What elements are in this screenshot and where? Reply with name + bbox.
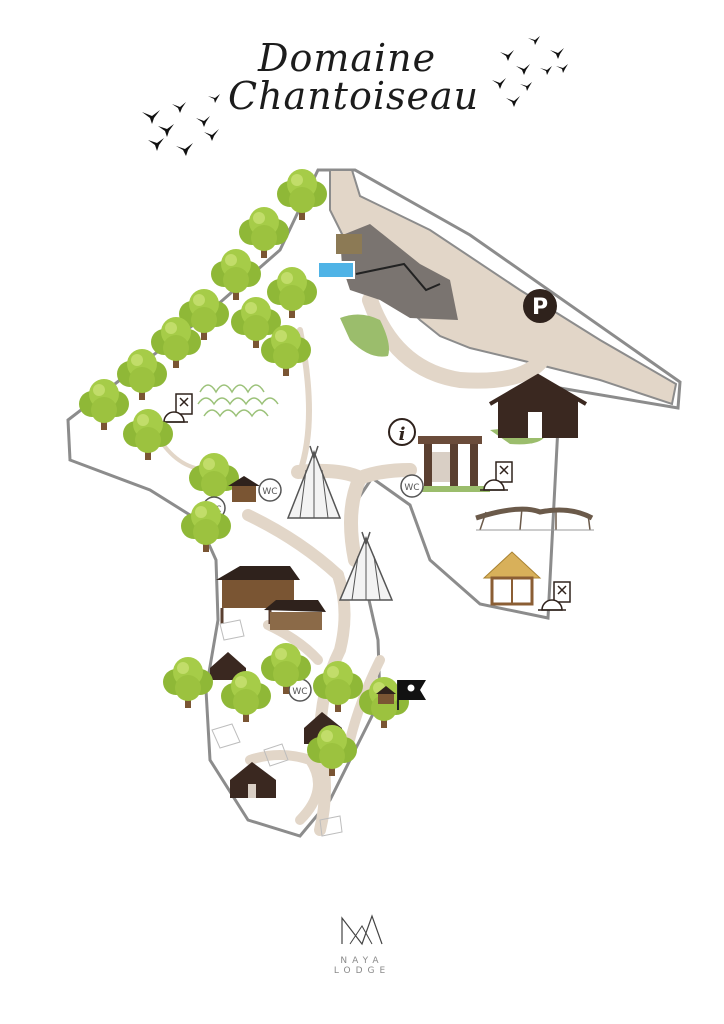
bird-flock-left-icon <box>142 94 220 156</box>
garden-icon <box>197 384 279 418</box>
naya-logo-icon <box>341 914 383 946</box>
site-map: P i <box>66 168 682 838</box>
cabin-icon-1[interactable] <box>210 652 246 680</box>
paillote-hut-icon[interactable] <box>482 551 542 606</box>
pitch-outlines <box>211 619 343 837</box>
info-icon[interactable]: i <box>388 418 416 446</box>
brand-logo: NAYA LODGE <box>312 910 412 1000</box>
main-buildings <box>317 224 458 320</box>
brand-name: NAYA <box>340 956 384 966</box>
treehouse-icon-2[interactable] <box>359 677 409 728</box>
teepee-icon-1[interactable] <box>286 445 342 519</box>
wc-label-2: WC <box>262 487 277 497</box>
grass-patch <box>340 314 389 357</box>
info-label: i <box>399 424 406 445</box>
wc-label-3: WC <box>404 483 419 493</box>
drive-loop <box>362 292 548 389</box>
pirate-flag-icon[interactable] <box>397 680 426 710</box>
restaurant-icon-3[interactable] <box>538 581 571 611</box>
parking-label: P <box>532 295 548 320</box>
swimming-pool <box>317 261 355 279</box>
lodge-cabin-icon-2[interactable] <box>264 600 326 630</box>
stretch-tent-icon[interactable] <box>475 506 594 531</box>
brand-sub: LODGE <box>333 966 391 976</box>
restaurant-icon-1[interactable] <box>160 393 193 423</box>
wc-icon-3[interactable]: WC <box>400 474 424 498</box>
bird-flock-right-icon <box>492 36 568 107</box>
wc-label-4: WC <box>292 687 307 697</box>
restaurant-icon-2[interactable] <box>480 461 513 491</box>
treehouse-icon-1[interactable] <box>189 453 260 504</box>
teepee-icon-2[interactable] <box>338 531 394 601</box>
title-line-1: Domaine <box>258 36 437 80</box>
reception-pergola-icon[interactable] <box>410 436 490 492</box>
title-line-2: Chantoiseau <box>228 74 480 118</box>
wc-icon-2[interactable]: WC <box>258 478 282 502</box>
marquee-tent-icon[interactable] <box>488 373 588 438</box>
parking-icon[interactable]: P <box>523 289 557 323</box>
cabin-icon-3[interactable] <box>230 762 276 798</box>
map-title: Domaine Chantoiseau <box>0 0 724 160</box>
